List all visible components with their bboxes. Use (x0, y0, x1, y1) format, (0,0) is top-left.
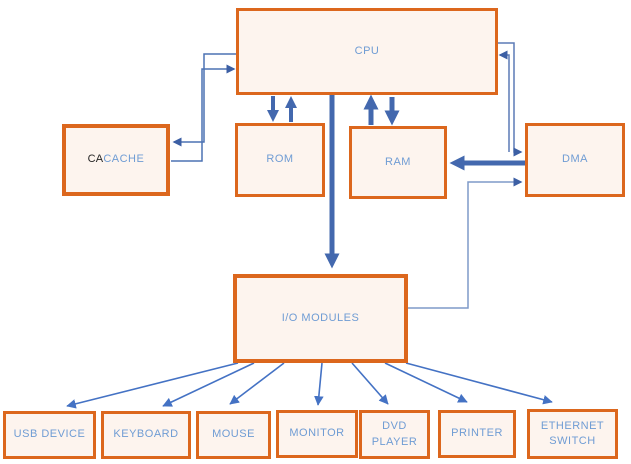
node-cache-label: CACACHE (88, 152, 145, 167)
node-mouse-label: MOUSE (212, 428, 255, 441)
node-dvd-player-label: DVD PLAYER (371, 420, 418, 448)
node-cpu-label: CPU (354, 44, 380, 57)
edge-io-to-printer (384, 362, 468, 403)
edge-io-to-monitor (314, 362, 324, 406)
node-monitor-label: MONITOR (289, 427, 345, 440)
node-cache-label-main: CACHE (103, 153, 145, 166)
node-cpu: CPU (236, 8, 498, 95)
node-monitor: MONITOR (276, 410, 358, 458)
node-ethernet-switch: ETHERNET SWITCH (527, 409, 618, 459)
node-rom: ROM (235, 123, 325, 197)
node-usb-device: USB DEVICE (3, 411, 96, 459)
edge-dma-to-cpu (498, 50, 510, 152)
node-ethernet-switch-label: ETHERNET SWITCH (540, 419, 605, 447)
node-ram: RAM (349, 126, 447, 199)
node-rom-label: ROM (266, 153, 294, 166)
edge-io-to-keyboard (162, 362, 255, 407)
node-cache: CACACHE (62, 124, 170, 196)
edge-io-to-dma (408, 177, 523, 309)
node-dma-label: DMA (562, 153, 588, 166)
node-io-modules-label: I/O MODULES (281, 311, 360, 324)
node-printer-label: PRINTER (451, 427, 503, 440)
node-mouse: MOUSE (196, 411, 271, 459)
edge-io-to-ethernet (405, 362, 553, 405)
edge-io-to-mouse (229, 362, 285, 405)
node-usb-device-label: USB DEVICE (13, 428, 86, 441)
node-dma: DMA (525, 123, 625, 197)
node-io-modules: I/O MODULES (233, 274, 408, 363)
edge-cpu-to-cache (172, 53, 237, 147)
node-keyboard-label: KEYBOARD (113, 428, 179, 441)
edge-cpu-to-dma (498, 42, 523, 157)
node-ram-label: RAM (385, 155, 411, 168)
edge-io-to-usb (66, 362, 239, 409)
node-keyboard: KEYBOARD (101, 411, 191, 459)
node-printer: PRINTER (438, 410, 516, 458)
node-cache-label-prefix: CA (87, 153, 104, 166)
edge-cache-to-cpu (171, 64, 236, 162)
edge-io-to-dvd (351, 362, 389, 405)
node-dvd-player: DVD PLAYER (359, 410, 430, 459)
